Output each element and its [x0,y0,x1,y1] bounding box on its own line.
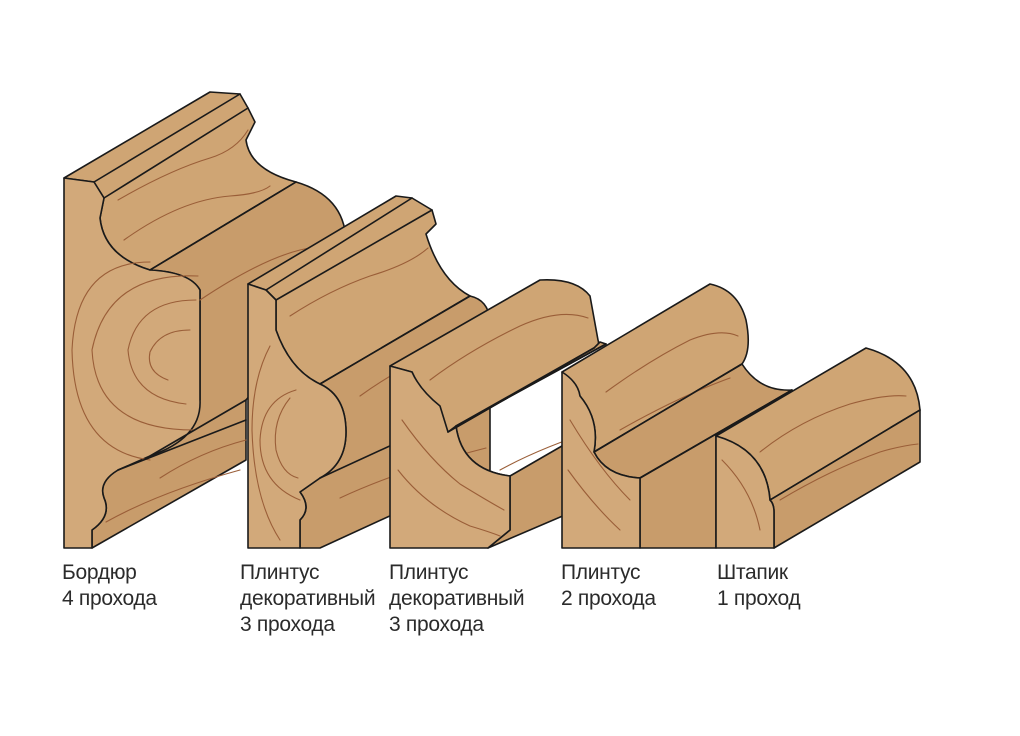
caption-subtitle: декоративный [389,587,525,610]
caption-shtapik: Штапик 1 проход [717,560,801,612]
caption-name: Бордюр [62,561,137,584]
caption-plintus: Плинтус 2 прохода [561,560,656,612]
caption-name: Штапик [717,561,788,584]
caption-name: Плинтус [389,561,469,584]
caption-name: Плинтус [561,561,641,584]
caption-bordyur: Бордюр 4 прохода [62,560,157,612]
caption-subtitle: декоративный [240,587,376,610]
caption-passes: 3 прохода [240,613,335,636]
caption-passes: 1 проход [717,587,801,610]
caption-plintus-dec-2: Плинтус декоративный 3 прохода [389,560,525,638]
caption-passes: 4 прохода [62,587,157,610]
caption-plintus-dec-1: Плинтус декоративный 3 прохода [240,560,376,638]
profile-shtapik [715,347,921,549]
caption-passes: 2 прохода [561,587,656,610]
caption-passes: 3 прохода [389,613,484,636]
caption-name: Плинтус [240,561,320,584]
